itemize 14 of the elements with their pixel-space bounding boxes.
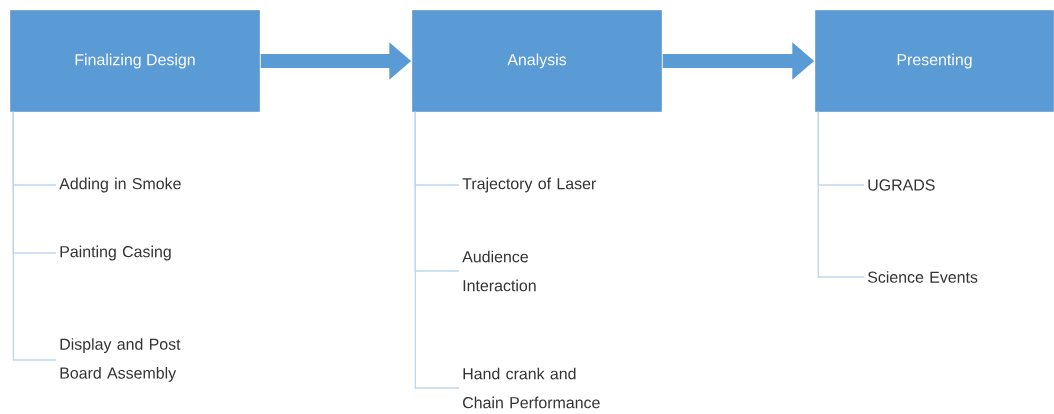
item-text: Adding in Smoke [59, 177, 181, 193]
item-text: Painting Casing [60, 245, 171, 261]
connector-line [817, 111, 865, 278]
item-text: Audience Interaction [462, 250, 536, 292]
connector-line [12, 111, 57, 361]
connector-line [414, 111, 460, 389]
header-box: Presenting [815, 10, 1054, 112]
header-box: Analysis [412, 10, 662, 112]
item-text: Hand crank and Chain Performance [463, 367, 600, 409]
header-box: Finalizing Design [10, 10, 260, 112]
item-text: Science Events [867, 271, 978, 283]
item-text: UGRADS [868, 179, 935, 191]
item-text: Display and Post Board Assembly [60, 338, 181, 382]
item-text: Trajectory of Laser [462, 177, 596, 193]
